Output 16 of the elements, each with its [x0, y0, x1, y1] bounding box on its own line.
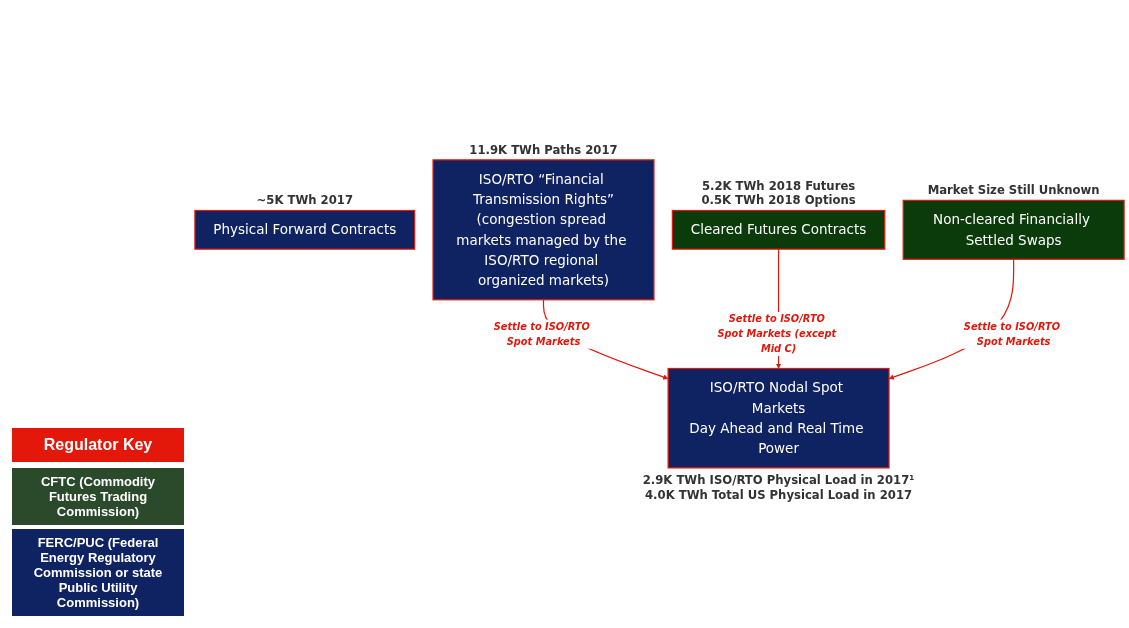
node-box: Physical Forward Contracts	[194, 210, 416, 250]
node-box: ISO/RTO “Financial Transmission Rights” (congestion spread markets managed by the ISO/RTO regional organized markets)	[432, 159, 655, 301]
edge-label: Settle to ISO/RTO Spot Markets	[493, 320, 590, 348]
edge-label: Settle to ISO/RTO Spot Markets (except Mid C)	[717, 313, 837, 355]
legend-heading: Regulator Key	[12, 428, 184, 462]
node-caption: 5.2K TWh 2018 Futures 0.5K TWh 2018 Options	[701, 178, 856, 208]
edge-label: Settle to ISO/RTO Spot Markets	[963, 320, 1061, 348]
node-box: ISO/RTO Nodal Spot Markets Day Ahead and Real Time Power	[667, 368, 890, 469]
legend-swatch: FERC/PUC (Federal Energy Regulatory Commission or state Public Utility Commission)	[12, 529, 184, 616]
node-box: Cleared Futures Contracts	[671, 210, 886, 250]
node-box: Non-cleared Financially Settled Swaps	[902, 199, 1125, 260]
node-caption: 11.9K TWh Paths 2017	[469, 142, 618, 157]
node-caption: 2.9K TWh ISO/RTO Physical Load in 2017¹ 4.0K TWh Total US Physical Load in 2017	[642, 472, 915, 502]
legend-swatch: CFTC (Commodity Futures Trading Commission)	[12, 468, 184, 525]
node-caption: Market Size Still Unknown	[927, 183, 1100, 198]
node-caption: ~5K TWh 2017	[256, 193, 353, 208]
